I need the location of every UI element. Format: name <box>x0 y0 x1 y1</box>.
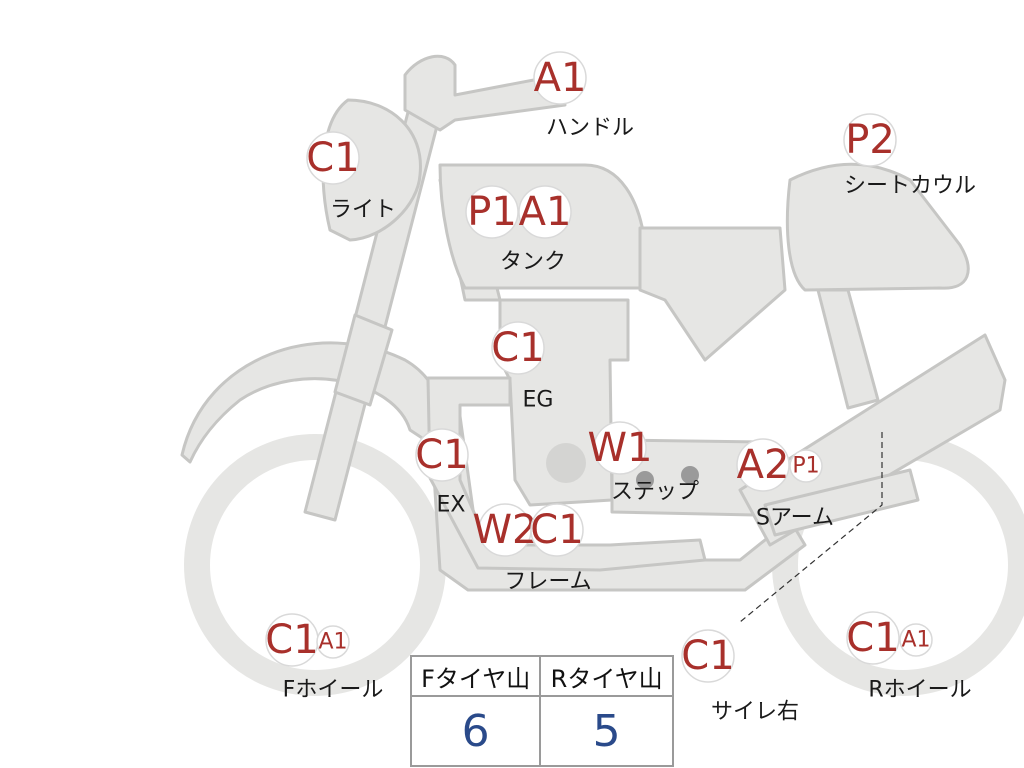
condition-badge: A1 <box>534 55 587 101</box>
condition-badge: C1 <box>306 135 359 181</box>
condition-badge: C1 <box>491 325 544 371</box>
part-label: ステップ <box>611 480 699 505</box>
part-label: シートカウル <box>844 174 976 199</box>
part-label: ライト <box>330 198 396 223</box>
front-wheel <box>184 434 446 696</box>
swing-arm <box>738 333 1007 547</box>
badge-circle <box>593 421 647 475</box>
badge-circle <box>316 625 350 659</box>
badge-circle <box>530 503 584 557</box>
badge-circle <box>306 131 360 185</box>
badge-circle <box>843 113 897 167</box>
engine-cover <box>546 443 586 483</box>
frame-lower <box>426 378 807 592</box>
rear-shock <box>816 288 880 410</box>
condition-badge: C1 <box>415 432 468 478</box>
handlebar-shape <box>403 54 567 132</box>
condition-badge: W2 <box>473 507 538 553</box>
condition-badge: C1 <box>265 617 318 663</box>
condition-badge: A1 <box>901 628 930 653</box>
rear-tread-header: Rタイヤ山 <box>539 655 674 697</box>
tread-depth-table: Fタイヤ山 Rタイヤ山 6 5 <box>409 655 674 767</box>
fork-guard <box>333 313 394 407</box>
footpeg-left <box>636 471 654 489</box>
muffler-leader-line <box>739 432 883 623</box>
part-label: Sアーム <box>756 506 834 531</box>
part-label: EX <box>437 493 466 518</box>
condition-badge: A1 <box>519 189 572 235</box>
front-tread-header: Fタイヤ山 <box>409 655 542 697</box>
side-cover <box>638 226 787 362</box>
part-label: Fホイール <box>283 678 384 703</box>
part-label: Rホイール <box>868 678 971 703</box>
rear-tread-value: 5 <box>539 695 674 767</box>
badge-circle <box>533 51 587 105</box>
condition-badge: C1 <box>846 615 899 661</box>
badge-circle <box>899 623 933 657</box>
badge-circle <box>415 428 469 482</box>
exhaust-pipe <box>426 376 707 572</box>
part-label: フレーム <box>504 570 591 595</box>
condition-badge: C1 <box>681 633 734 679</box>
part-label: サイレ右 <box>711 700 799 725</box>
badge-circle <box>846 611 900 665</box>
front-tread-value: 6 <box>409 695 542 767</box>
badge-circle <box>518 185 572 239</box>
condition-badge: P1 <box>467 189 517 235</box>
condition-badge: W1 <box>588 425 653 471</box>
footpeg-right <box>681 466 699 484</box>
condition-badge: P2 <box>845 117 895 163</box>
condition-badge: C1 <box>530 507 583 553</box>
badge-circle <box>465 185 519 239</box>
condition-badge: A1 <box>318 630 347 655</box>
part-label: ハンドル <box>546 116 634 141</box>
condition-badge: A2 <box>737 442 790 488</box>
badge-circle <box>736 438 790 492</box>
badge-circle <box>789 449 823 483</box>
badge-circle <box>491 321 545 375</box>
swing-arm-lower <box>763 468 920 537</box>
part-label: EG <box>523 388 554 413</box>
condition-badge: P1 <box>792 454 819 479</box>
seat-cowl-shape <box>785 162 970 292</box>
badge-circle <box>681 629 735 683</box>
part-label: タンク <box>500 250 566 275</box>
